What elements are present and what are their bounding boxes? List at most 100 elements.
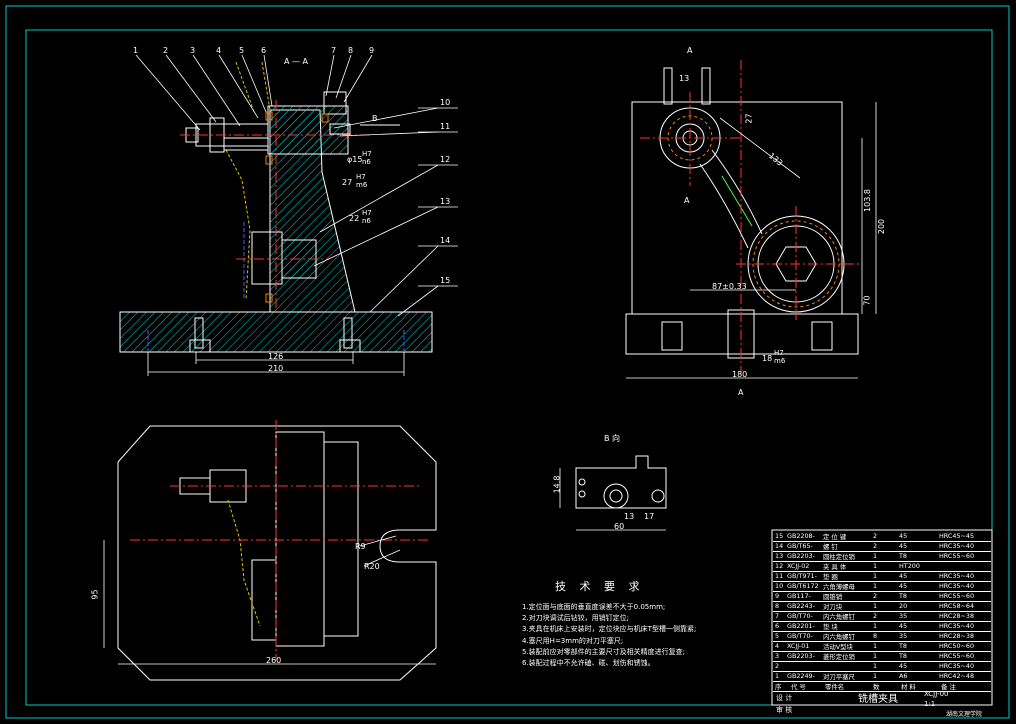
bom-row: 13 GB2203- 圆柱定位销 1 T8 HRC55~60	[773, 551, 991, 562]
bom-mat: 45	[899, 662, 908, 670]
bom-code: GB/T6172	[787, 582, 819, 590]
bom-no: 10	[775, 582, 784, 590]
bom-mat: HT200	[899, 562, 920, 570]
fit-1-h: H7	[362, 150, 372, 158]
leader-3: 3	[190, 46, 196, 55]
bom-row: 9 GB117- 圆锥销 2 T8 HRC55~60	[773, 591, 991, 602]
bom-note: HRC42~48	[939, 672, 975, 680]
bom-name: 对刀平塞尺	[823, 673, 855, 681]
bom-header-code: 代 号	[791, 683, 806, 691]
leader-9: 9	[369, 46, 375, 55]
leader-10: 10	[440, 98, 451, 107]
bom-name: 垫 圈	[823, 573, 838, 581]
fit-3-dia: 22	[349, 214, 360, 223]
leader-12: 12	[440, 155, 451, 164]
bom-note: HRC50~60	[939, 642, 975, 650]
bom-no: 2	[775, 662, 780, 670]
bom-no: 3	[775, 652, 780, 660]
bom-mat: 35	[899, 612, 908, 620]
bom-row: 10 GB/T6172 六角薄螺母 1 45 HRC35~40	[773, 581, 991, 592]
bom-qty: 1	[873, 652, 878, 660]
tech-title: 技 术 要 求	[555, 580, 645, 593]
bom-code: GB2203-	[787, 652, 815, 660]
bom-mat: 20	[899, 602, 908, 610]
fit-2-h: H7	[356, 173, 366, 181]
bom-code: GB2243-	[787, 602, 815, 610]
inner-border	[25, 29, 993, 706]
bom-code: XCJJ-02	[787, 562, 810, 570]
tb-scale: 1:1	[924, 700, 936, 708]
bom-no: 8	[775, 602, 780, 610]
outer-border	[5, 5, 1010, 719]
dim-200: 200	[877, 218, 887, 235]
dim-260: 260	[266, 656, 282, 665]
leader-5: 5	[239, 46, 245, 55]
bom-no: 7	[775, 612, 780, 620]
bom-qty: 8	[873, 632, 878, 640]
bom-note: HRC35~40	[939, 582, 975, 590]
a-marker-bottom: A	[738, 388, 744, 397]
fit-4-n: m6	[774, 357, 786, 365]
b-view	[559, 455, 667, 531]
fit-4-dia: 18	[762, 354, 773, 363]
section-label: A — A	[284, 57, 309, 66]
tb-drawing-no: XCJJ-00	[924, 690, 949, 698]
bom-note: HRC45~45	[939, 532, 975, 540]
bom-table	[771, 529, 993, 706]
bom-qty: 1	[873, 582, 878, 590]
tb-checker: 审 核	[776, 706, 793, 714]
bom-row: 7 GB/T70- 内六角螺钉 2 35 HRC28~38	[773, 611, 991, 622]
bom-no: 4	[775, 642, 780, 650]
bom-name: 内六角螺钉	[823, 613, 855, 621]
bom-mat: 45	[899, 622, 908, 630]
leader-7: 7	[331, 46, 337, 55]
bom-no: 1	[775, 672, 780, 680]
bom-row: 14 GB/T65- 螺 钉 2 45 HRC35~40	[773, 541, 991, 552]
dim-103-8: 103.8	[862, 189, 872, 212]
bom-row: 1 GB2249- 对刀平塞尺 1 A6 HRC42~48	[773, 671, 991, 682]
front-section-view	[119, 54, 458, 376]
bom-row: 4 XCJJ-01 活动V型块 1 T8 HRC50~60	[773, 641, 991, 652]
leader-13: 13	[440, 197, 451, 206]
bom-name: 定 位 键	[823, 533, 847, 541]
bom-name: 菱形定位销	[823, 653, 855, 661]
bom-qty: 1	[873, 622, 878, 630]
bom-row: 5 GB/T70- 内六角螺钉 8 35 HRC28~38	[773, 631, 991, 642]
fit-2-dia: 27	[342, 178, 353, 187]
side-view	[625, 60, 877, 379]
bom-row: 8 GB2243- 对刀块 1 20 HRC58~64	[773, 601, 991, 612]
leader-6: 6	[261, 46, 267, 55]
bom-note: HRC55~60	[939, 652, 975, 660]
dim-r20: R20	[364, 562, 380, 571]
bom-no: 11	[775, 572, 784, 580]
b-arrow-label: B	[372, 114, 378, 123]
bom-row: 15 GB2208- 定 位 键 2 45 HRC45~45	[773, 531, 991, 542]
bom-note: HRC58~64	[939, 602, 975, 610]
bom-name: 内六角螺钉	[823, 633, 855, 641]
tech-note: 5.装配前应对零部件的主要尺寸及相关精度进行复查;	[522, 647, 686, 656]
bom-code: GB2208-	[787, 532, 815, 540]
bom-code: GB2203-	[787, 552, 815, 560]
bom-name: 六角薄螺母	[823, 583, 855, 591]
dim-87: 87±0.33	[712, 282, 747, 291]
tb-designer: 设 计	[776, 694, 793, 702]
tech-note: 1.定位面与底面的垂直度误差不大于0.05mm;	[522, 603, 666, 611]
tech-note: 4.塞尺用H=3mm的对刀平塞尺;	[522, 636, 624, 645]
bom-code: GB/T65-	[787, 542, 813, 550]
bom-qty: 1	[873, 572, 878, 580]
bom-qty: 2	[873, 612, 878, 620]
fit-4-h: H7	[774, 349, 784, 357]
bom-name: 对刀块	[823, 603, 843, 611]
bom-no: 14	[775, 542, 784, 550]
bom-code: GB/T70-	[787, 612, 813, 620]
leader-15: 15	[440, 276, 451, 285]
bom-note: HRC55~60	[939, 592, 975, 600]
dim-70: 70	[862, 295, 872, 306]
tech-notes: 1.定位面与底面的垂直度误差不大于0.05mm; 2.对刀块调试后钻铰，用销钉定…	[522, 602, 762, 669]
bom-no: 5	[775, 632, 780, 640]
bom-header-mat: 材 料	[901, 683, 916, 691]
bom-no: 12	[775, 562, 784, 570]
leader-1: 1	[133, 46, 139, 55]
bom-mat: 45	[899, 542, 908, 550]
tech-note: 2.对刀块调试后钻铰，用销钉定位;	[522, 614, 630, 623]
